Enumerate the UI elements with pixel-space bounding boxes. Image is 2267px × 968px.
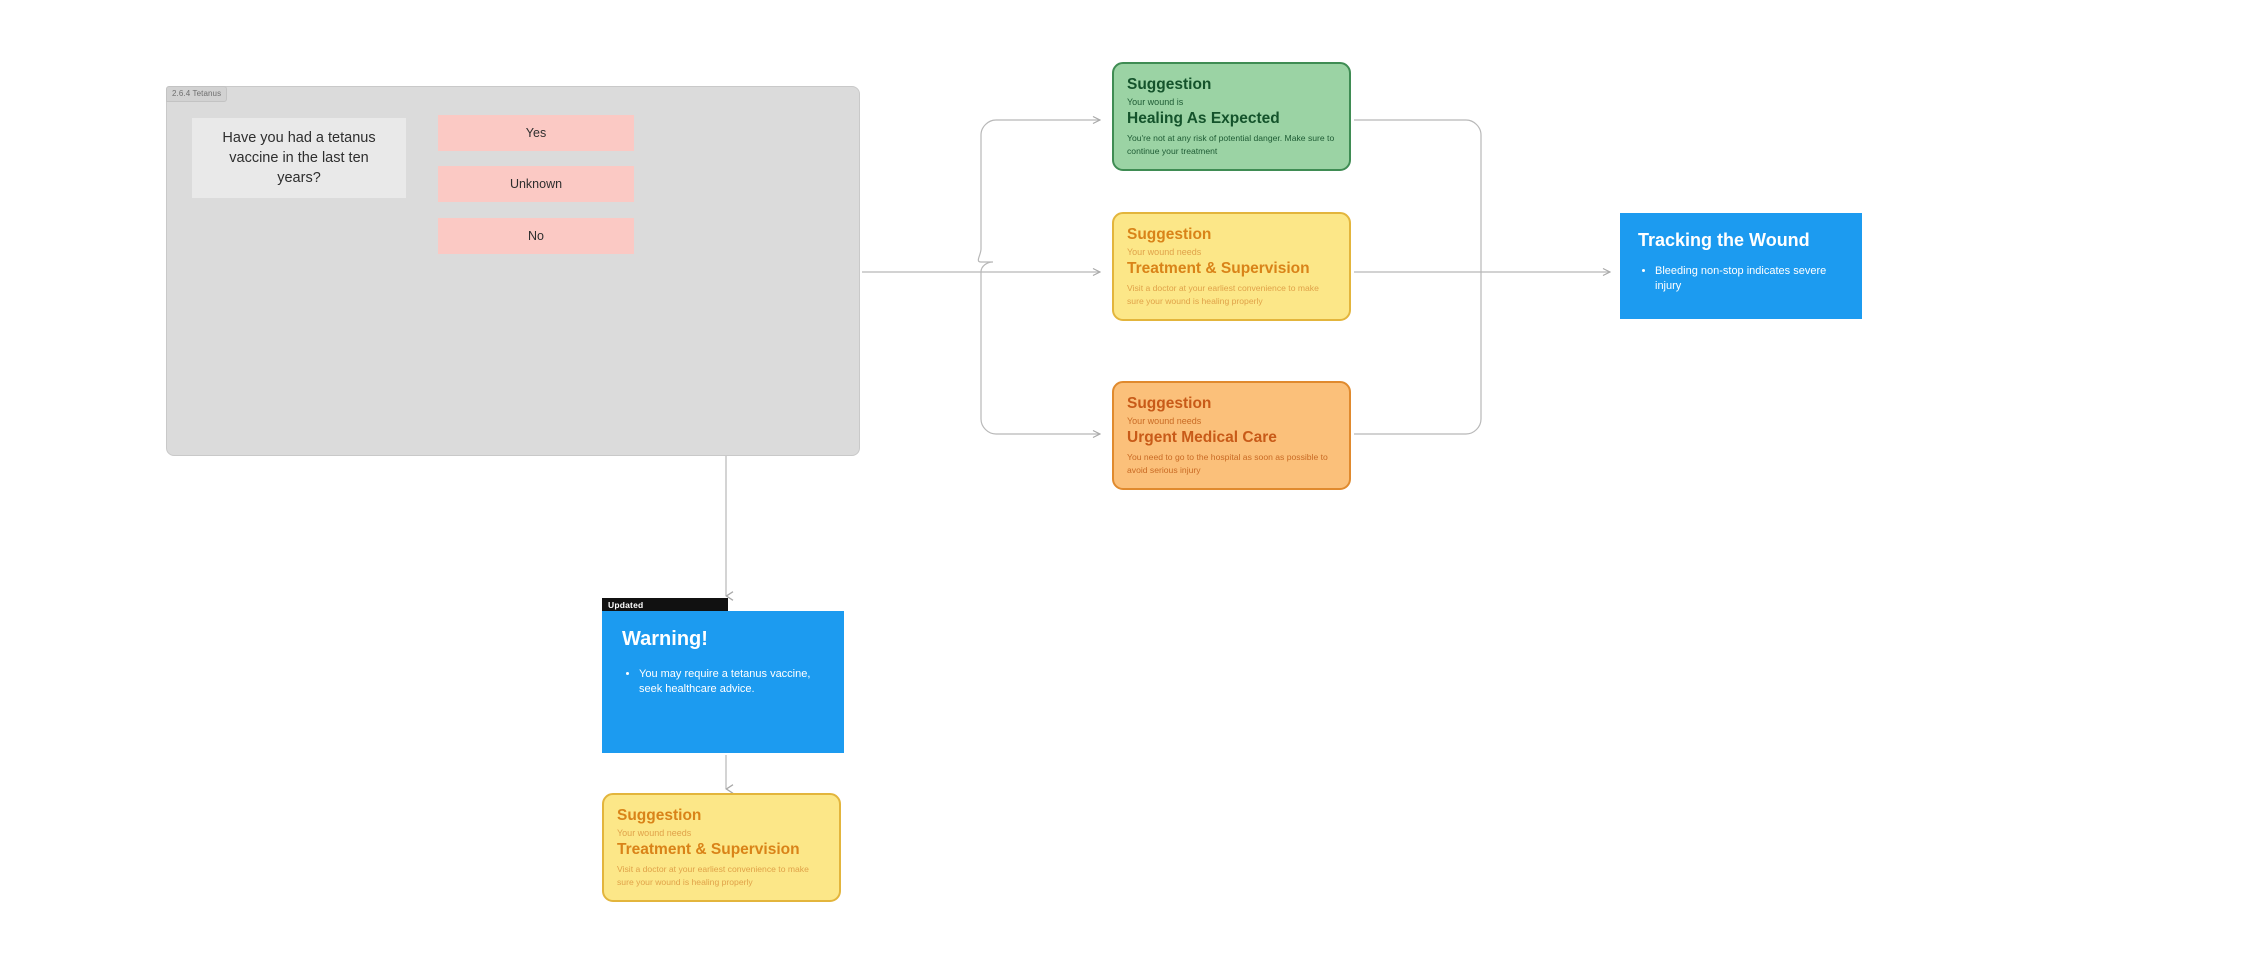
warning-bullet: You may require a tetanus vaccine, seek …: [639, 667, 824, 697]
suggestion-subtitle: Your wound is: [1127, 97, 1184, 107]
suggestion-body: You need to go to the hospital as soon a…: [1127, 452, 1328, 475]
suggestion-heading: Suggestion: [1127, 76, 1212, 93]
suggestion-title: Treatment & Supervision: [1127, 260, 1310, 277]
suggestion-title: Healing As Expected: [1127, 110, 1280, 127]
suggestion-card-urgent[interactable]: Suggestion Your wound needs Urgent Medic…: [1112, 381, 1351, 490]
wire-hub-to-urgent: [980, 272, 1100, 434]
suggestion-card-treatment[interactable]: Suggestion Your wound needs Treatment & …: [1112, 212, 1351, 321]
updated-badge-label: Updated: [608, 600, 644, 610]
choice-label: Unknown: [509, 177, 563, 191]
warning-card[interactable]: Warning! You may require a tetanus vacci…: [602, 611, 844, 753]
suggestion-heading: Suggestion: [1127, 395, 1212, 412]
suggestion-title: Urgent Medical Care: [1127, 429, 1277, 446]
updated-badge: Updated: [602, 598, 728, 613]
question-card: Have you had a tetanus vaccine in the la…: [192, 118, 406, 198]
warning-bullet-list: You may require a tetanus vaccine, seek …: [622, 667, 824, 697]
suggestion-body: You're not at any risk of potential dang…: [1127, 133, 1335, 156]
suggestion-subtitle: Your wound needs: [1127, 416, 1202, 426]
suggestion-heading: Suggestion: [1127, 226, 1212, 243]
wire-urgent-to-merge: [1354, 272, 1482, 435]
wire-healing-to-merge: [1354, 119, 1482, 272]
choice-label: No: [528, 229, 544, 243]
wire-hub-to-healing: [977, 120, 1100, 273]
tracking-bullet-list: Bleeding non-stop indicates severe injur…: [1638, 264, 1844, 294]
tracking-title: Tracking the Wound: [1638, 230, 1810, 250]
suggestion-subtitle: Your wound needs: [617, 828, 692, 838]
question-text: Have you had a tetanus vaccine in the la…: [222, 130, 376, 186]
suggestion-body: Visit a doctor at your earliest convenie…: [617, 864, 809, 887]
tracking-the-wound-card[interactable]: Tracking the Wound Bleeding non-stop ind…: [1620, 213, 1862, 319]
choice-button-unknown[interactable]: Unknown: [438, 166, 634, 202]
suggestion-subtitle: Your wound needs: [1127, 247, 1202, 257]
suggestion-card-healing[interactable]: Suggestion Your wound is Healing As Expe…: [1112, 62, 1351, 171]
suggestion-title: Treatment & Supervision: [617, 841, 800, 858]
frame-label: 2.6.4 Tetanus: [166, 86, 228, 102]
suggestion-body: Visit a doctor at your earliest convenie…: [1127, 283, 1319, 306]
suggestion-heading: Suggestion: [617, 807, 702, 824]
warning-title: Warning!: [622, 628, 708, 650]
choice-button-no[interactable]: No: [438, 218, 634, 254]
choice-button-yes[interactable]: Yes: [438, 115, 634, 151]
choice-label: Yes: [525, 126, 547, 140]
tracking-bullet: Bleeding non-stop indicates severe injur…: [1655, 264, 1844, 294]
suggestion-card-treatment-2[interactable]: Suggestion Your wound needs Treatment & …: [602, 793, 841, 902]
